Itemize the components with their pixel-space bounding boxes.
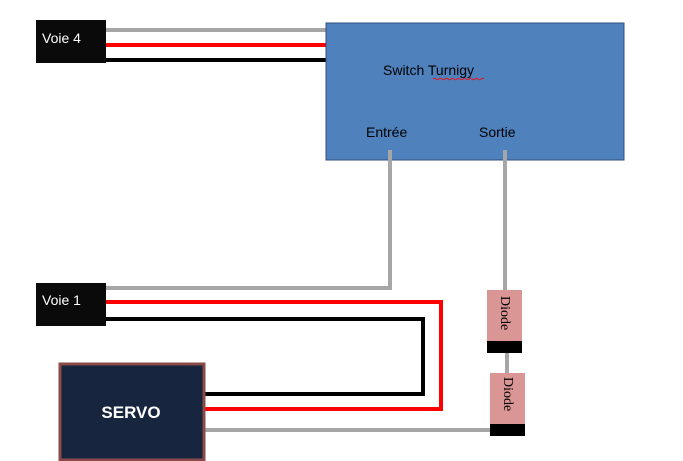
servo-label: SERVO <box>101 403 160 422</box>
servo-body <box>58 362 206 461</box>
voie1-connector-body <box>36 283 106 326</box>
diode-2-cathode-band <box>490 424 525 436</box>
voie1-label: Voie 1 <box>42 292 81 308</box>
diode-1-body <box>487 290 522 342</box>
voie4-connector: Voie 4 <box>36 20 106 63</box>
diode-1-label: Diode <box>497 296 512 330</box>
spellcheck-squiggle <box>432 77 485 81</box>
diode-2: Diode <box>490 373 525 436</box>
voie1-connector: Voie 1 <box>36 283 106 326</box>
switch-title: Switch Turnigy <box>383 62 474 78</box>
switch-input-label: Entrée <box>366 124 407 140</box>
diode-2-body <box>490 373 525 425</box>
voie4-label: Voie 4 <box>42 30 81 46</box>
voie1-ground-wire <box>106 317 425 396</box>
voie4-wires <box>106 28 326 62</box>
switch-input-wire <box>106 150 392 290</box>
switch-turnigy: Switch Turnigy Entrée Sortie <box>325 22 625 161</box>
diode-1-cathode-band <box>487 341 522 353</box>
switch-body <box>325 22 625 161</box>
diode-2-label: Diode <box>500 377 515 411</box>
voie1-power-wire <box>106 300 443 411</box>
diode-1: Diode <box>487 290 522 353</box>
switch-output-label: Sortie <box>479 124 516 140</box>
servo: SERVO <box>58 362 206 461</box>
voie4-connector-body <box>36 20 106 63</box>
